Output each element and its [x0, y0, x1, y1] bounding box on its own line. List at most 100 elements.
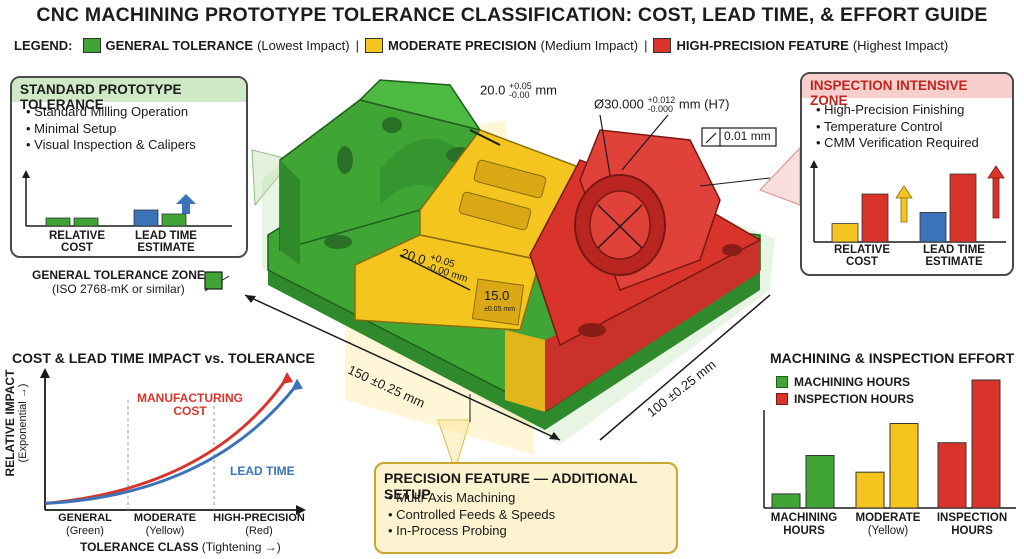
dim-hole-suffix: mm (H7) — [678, 96, 730, 112]
impact-cat-high-name: HIGH-PRECISION — [213, 512, 305, 524]
effort-chart-legend: MACHINING HOURS INSPECTION HOURS — [776, 374, 914, 408]
page-title: CNC MACHINING PROTOTYPE TOLERANCE CLASSI… — [36, 4, 988, 26]
legend-swatch-green — [82, 38, 101, 53]
effort-cat-inspection: INSPECTION HOURS — [932, 512, 1012, 538]
effort-bar — [937, 442, 967, 509]
effort-cat-machining: MACHINING HOURS — [766, 512, 842, 538]
standard-tolerance-panel: STANDARD PROTOTYPE TOLERANCE Standard Mi… — [10, 76, 248, 258]
precision-feature-panel: PRECISION FEATURE — ADDITIONAL SETUP Mul… — [374, 462, 678, 554]
mini-bar — [861, 193, 889, 243]
impact-chart-xlabel: TOLERANCE CLASS (Tightening →) — [80, 540, 281, 554]
mini-bar — [161, 213, 187, 227]
impact-chart-title: COST & LEAD TIME IMPACT vs. TOLERANCE — [12, 350, 315, 366]
inspection-zone-panel: INSPECTION INTENSIVE ZONE High-Precision… — [800, 72, 1014, 276]
impact-series-cost: MANUFACTURING COST — [130, 392, 250, 418]
effort-cat-moderate-name: MODERATE — [855, 512, 921, 524]
inspection-panel-list: High-Precision Finishing Temperature Con… — [816, 102, 979, 152]
list-item: CMM Verification Required — [816, 135, 979, 152]
impact-cat-moderate-name: MODERATE — [133, 512, 197, 524]
dim-hole: Ø30.000 +0.012 -0.000 mm (H7) — [594, 96, 729, 114]
dim-top-value: 20.0 — [480, 82, 506, 98]
legend-label: LEGEND: — [14, 38, 73, 53]
impact-series-lead: LEAD TIME — [230, 464, 295, 478]
mini-bar — [45, 217, 71, 227]
effort-chart-title: MACHINING & INSPECTION EFFORT — [770, 350, 1015, 366]
series-line-cost — [44, 377, 289, 505]
effort-chart — [763, 379, 1016, 509]
precision-panel-list: Multi-Axis Machining Controlled Feeds & … — [388, 490, 555, 540]
standard-panel-list: Standard Milling Operation Minimal Setup… — [26, 104, 196, 154]
dim-hole-tol-plus: +0.012 — [647, 95, 676, 105]
legend-name-high: HIGH-PRECISION FEATURE — [676, 38, 849, 53]
effort-cat-inspection-name2: HOURS — [951, 525, 993, 537]
arrow-up-icon — [987, 165, 1005, 179]
effort-cat-moderate: MODERATE (Yellow) — [850, 512, 926, 538]
inspection-panel-title: INSPECTION INTENSIVE ZONE — [802, 74, 1012, 108]
precision-panel-title: PRECISION FEATURE — ADDITIONAL SETUP — [384, 470, 638, 502]
effort-bar — [855, 471, 885, 509]
effort-legend-inspection: INSPECTION HOURS — [794, 392, 915, 406]
legend-separator: | — [644, 38, 648, 53]
dim-top-tolerance: +0.05 -0.00 — [509, 82, 532, 100]
legend-swatch-yellow — [364, 38, 383, 53]
impact-ylabel-sub: (Exponential →) — [17, 383, 29, 463]
list-item: Multi-Axis Machining — [388, 490, 555, 507]
standard-label-cost: RELATIVE COST — [48, 230, 105, 254]
arrow-up-icon — [176, 194, 196, 204]
dim-pocket-value: 15.0 — [484, 288, 510, 303]
impact-cat-high: HIGH-PRECISION (Red) — [206, 512, 312, 538]
legend-name-general: GENERAL TOLERANCE — [105, 38, 254, 53]
mini-bar — [73, 217, 99, 227]
mini-bar — [133, 209, 159, 227]
dim-hole-tolerance: +0.012 -0.000 — [648, 96, 676, 114]
effort-legend-machining: MACHINING HOURS — [794, 375, 910, 389]
standard-panel-chart — [22, 170, 232, 227]
legend-name-moderate: MODERATE PRECISION — [387, 38, 537, 53]
dim-cyl-tol: 0.01 mm — [724, 129, 771, 143]
inspection-panel-chart — [810, 160, 1006, 243]
list-item: Standard Milling Operation — [26, 104, 196, 121]
effort-bar — [771, 493, 801, 509]
effort-bar — [805, 455, 835, 509]
general-zone-title: GENERAL TOLERANCE ZONE — [32, 268, 205, 282]
effort-bar — [971, 379, 1001, 509]
impact-series-cost-1: MANUFACTURING — [137, 391, 243, 405]
dim-hole-value: Ø30.000 — [594, 96, 644, 112]
effort-cat-inspection-name: INSPECTION — [936, 512, 1008, 524]
impact-cat-moderate-sub: (Yellow) — [145, 525, 185, 537]
impact-cat-general-name: GENERAL — [58, 512, 112, 524]
list-item: Minimal Setup — [26, 121, 196, 138]
legend-impact-high: (Highest Impact) — [852, 38, 949, 53]
dim-top-unit: mm — [535, 82, 558, 98]
impact-chart-ylabel: RELATIVE IMPACT (Exponential →) — [3, 368, 30, 478]
impact-series-cost-2: COST — [173, 404, 207, 418]
mini-bar — [831, 223, 859, 243]
legend-impact-general: (Lowest Impact) — [257, 38, 350, 53]
impact-xlabel-sub: (Tightening →) — [201, 540, 281, 554]
list-item: Temperature Control — [816, 119, 979, 136]
impact-cat-general: GENERAL (Green) — [44, 512, 126, 538]
impact-cat-high-sub: (Red) — [245, 525, 273, 537]
legend-swatch-red — [653, 38, 672, 53]
legend: LEGEND: GENERAL TOLERANCE (Lowest Impact… — [14, 38, 952, 53]
impact-cat-general-sub: (Green) — [66, 525, 104, 537]
legend-separator: | — [355, 38, 359, 53]
inspection-label-cost: RELATIVE COST — [833, 244, 890, 268]
effort-bar — [889, 423, 919, 509]
impact-cat-moderate: MODERATE (Yellow) — [124, 512, 206, 538]
series-line-lead-time — [44, 383, 299, 505]
dim-pocket: 15.0 ±0.05 mm — [484, 288, 516, 315]
effort-cat-machining-name2: HOURS — [783, 525, 825, 537]
effort-cat-machining-name: MACHINING — [770, 512, 838, 524]
dim-pocket-tol: ±0.05 mm — [484, 306, 516, 313]
dim-top-tol-minus: -0.00 — [508, 90, 530, 100]
list-item: Controlled Feeds & Speeds — [388, 507, 555, 524]
impact-xlabel-main: TOLERANCE CLASS — [80, 540, 199, 554]
legend-swatch-machining — [776, 376, 788, 388]
effort-cat-moderate-sub: (Yellow) — [867, 525, 909, 537]
dim-top-tol-plus: +0.05 — [508, 81, 532, 91]
impact-chart — [40, 368, 306, 515]
list-item: In-Process Probing — [388, 523, 555, 540]
dim-top-width: 20.0 +0.05 -0.00 mm — [480, 82, 557, 100]
dim-hole-tol-minus: -0.000 — [647, 104, 674, 114]
